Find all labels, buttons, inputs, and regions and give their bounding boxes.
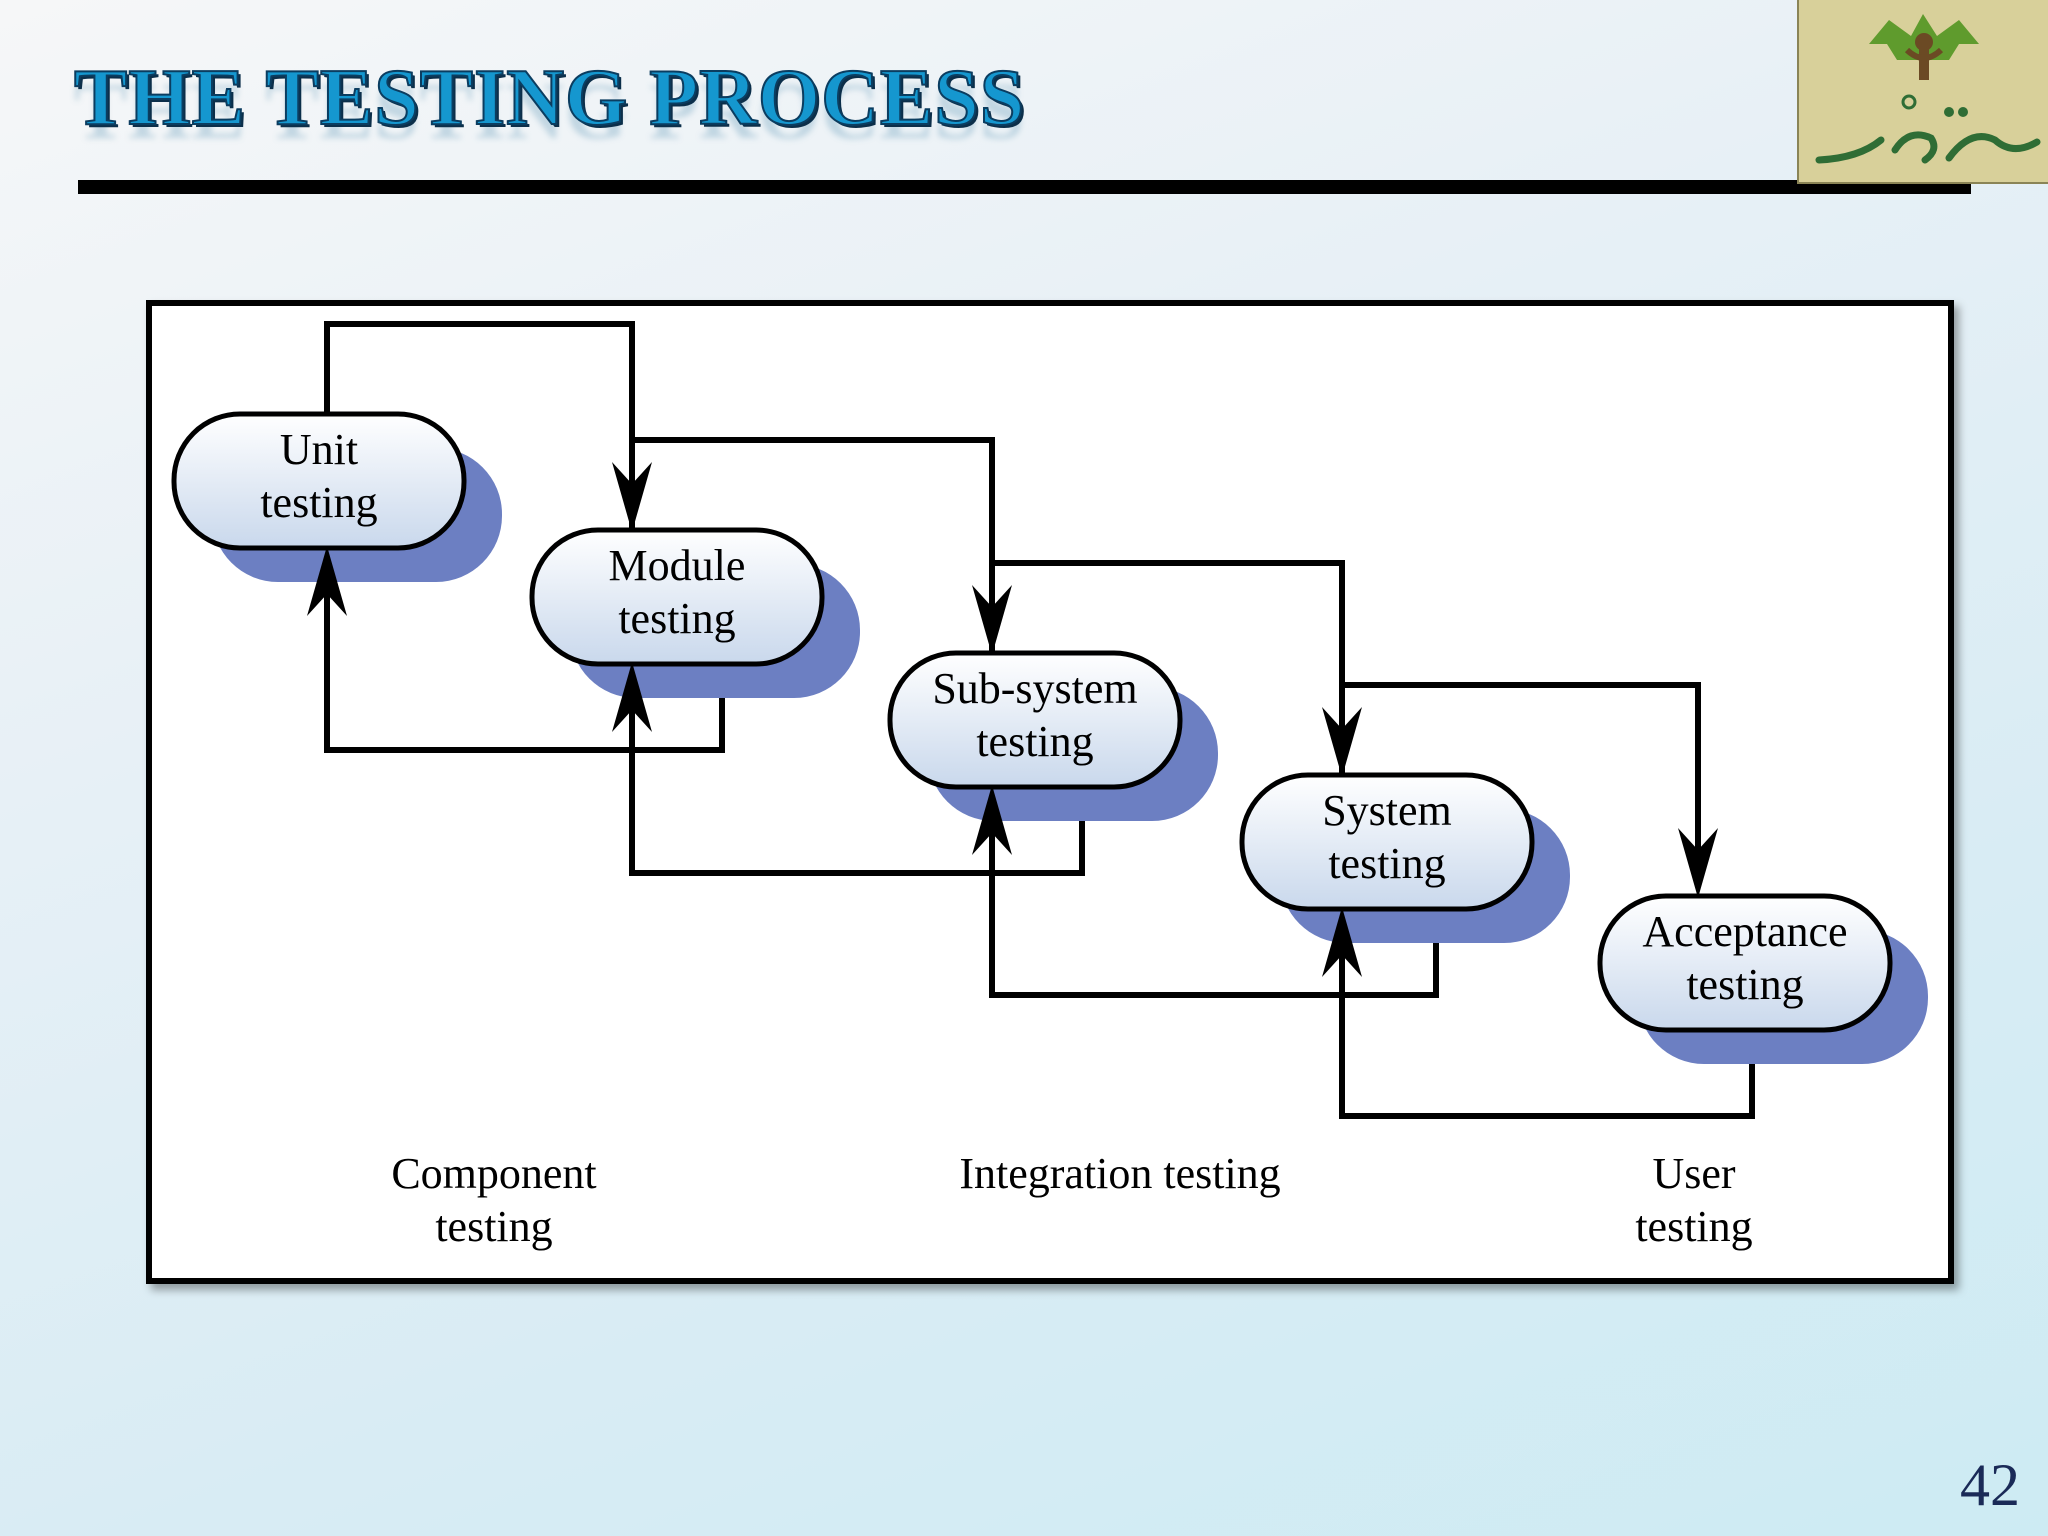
arrowhead-module-to-unit: [307, 546, 347, 616]
edge-system-to-subsystem: [989, 817, 1439, 998]
slide-title: THE TESTING PROCESS: [73, 54, 1026, 142]
arrowhead-module-to-subsystem: [972, 585, 1012, 655]
arrowhead-system-to-subsystem: [972, 785, 1012, 855]
testing-process-diagram: [171, 321, 1928, 1119]
node-acceptance: [1597, 893, 1893, 1033]
arrowhead-unit-to-module: [612, 462, 652, 532]
arrowhead-subsystem-to-system: [1322, 707, 1362, 777]
edge-unit-to-module: [324, 321, 635, 500]
arrowhead-acceptance-to-system: [1322, 907, 1362, 977]
arrowhead-system-to-acceptance: [1678, 828, 1718, 898]
edge-subsystem-to-module: [629, 694, 1085, 876]
page-number: 42: [1960, 1452, 2020, 1518]
edge-acceptance-to-system: [1339, 939, 1755, 1119]
edge-module-to-unit: [324, 578, 725, 753]
node-unit: [171, 411, 467, 551]
node-system: [1239, 772, 1535, 912]
title-divider: [78, 180, 1971, 194]
node-subsystem: [887, 650, 1183, 790]
node-module: [529, 527, 825, 667]
logo: [1797, 0, 2048, 184]
tree-person-logo-icon: [1815, 14, 2041, 164]
arrowhead-subsystem-to-module: [612, 662, 652, 732]
